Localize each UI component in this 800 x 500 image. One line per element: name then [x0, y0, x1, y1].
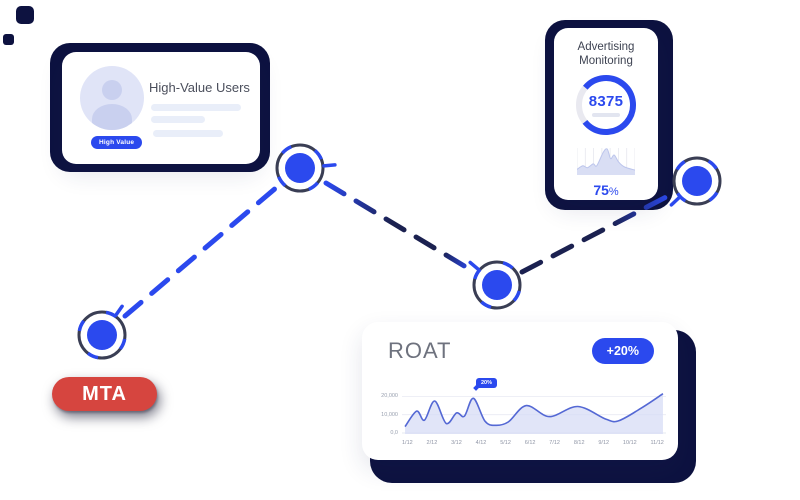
roat-growth-badge: +20% — [591, 338, 654, 364]
node-handle — [468, 260, 481, 272]
roat-card: ROAT +20% 20,000 10,000 0,0 20% 1/12 2/12 3/… — [362, 322, 678, 460]
x-tick-label: 8/12 — [573, 440, 585, 446]
x-tick-label: 5/12 — [500, 440, 511, 446]
roat-card-header: ROAT +20% — [362, 322, 678, 364]
node-core — [285, 153, 315, 183]
roat-tooltip: 20% — [475, 378, 497, 388]
advertising-title-line2: Monitoring — [579, 54, 633, 67]
sparkline-line — [576, 148, 636, 171]
x-tick-label: 4/12 — [475, 440, 487, 446]
node-core — [482, 270, 512, 300]
dashed-connector-1 — [122, 184, 280, 319]
donut-caption-skeleton — [592, 113, 620, 118]
y-tick-label: 10,000 — [381, 411, 398, 418]
roat-title: ROAT — [388, 338, 452, 363]
advertising-percent: 75% — [554, 182, 658, 198]
avatar-head-shape — [102, 80, 122, 100]
x-tick-label: 9/12 — [598, 440, 610, 446]
donut-center: 8375 — [574, 73, 638, 137]
node-handle — [669, 195, 682, 207]
high-value-badge: High Value — [91, 136, 143, 149]
decor-square-small — [3, 34, 14, 45]
donut-chart: 8375 — [574, 73, 638, 137]
roat-plot-svg — [402, 393, 666, 434]
decor-square-large — [16, 6, 34, 24]
flow-node-2 — [275, 143, 337, 193]
skeleton-line — [151, 116, 205, 123]
roat-chart: 20,000 10,000 0,0 20% — [372, 378, 666, 436]
node-ring-dashes — [77, 310, 127, 360]
x-tick-label: 2/12 — [426, 440, 438, 446]
skeleton-line — [151, 104, 241, 111]
roat-line-area — [405, 393, 663, 434]
node-ring-dashes — [672, 156, 722, 206]
x-tick-label: 1/12 — [402, 440, 413, 446]
sparkline-svg — [576, 148, 636, 176]
node-ring-dashes — [275, 143, 325, 193]
x-tick-label: 3/12 — [451, 440, 462, 446]
node-ring — [275, 143, 325, 193]
node-handle — [114, 304, 124, 318]
roat-y-axis: 20,000 10,000 0,0 — [372, 384, 402, 436]
flow-node-1 — [77, 304, 127, 360]
x-tick-label: 11/12 — [650, 440, 664, 446]
node-core — [682, 166, 712, 196]
node-handle — [322, 163, 337, 168]
flow-node-4 — [669, 156, 722, 207]
user-avatar — [80, 66, 144, 130]
node-ring-dashes — [472, 260, 522, 310]
percent-value: 75 — [593, 182, 609, 199]
flow-node-3 — [468, 260, 522, 310]
x-tick-label: 10/12 — [622, 440, 637, 446]
skeleton-line — [153, 130, 223, 137]
node-ring — [77, 310, 127, 360]
x-tick-label: 6/12 — [524, 440, 536, 446]
x-tick-label: 7/12 — [549, 440, 560, 446]
node-core — [87, 320, 117, 350]
y-tick-label: 20,000 — [381, 393, 398, 400]
advertising-title-line1: Advertising — [577, 41, 635, 53]
donut-metric-value: 8375 — [588, 93, 624, 111]
roat-line-path — [404, 393, 664, 428]
high-value-card-title: High-Value Users — [149, 80, 250, 95]
percent-unit: % — [608, 186, 619, 199]
roat-plot-area: 20% — [402, 378, 666, 436]
advertising-card-title: Advertising Monitoring — [554, 41, 658, 68]
donut-chart-svg — [576, 75, 636, 136]
high-value-users-card: High-Value Users High Value — [62, 52, 260, 164]
y-tick-label: 0,0 — [390, 430, 398, 436]
advertising-monitoring-card: Advertising Monitoring 8375 75% — [554, 28, 658, 200]
dashed-connector-2 — [323, 180, 474, 273]
sparkline-chart — [576, 146, 636, 176]
mta-label: MTA — [82, 382, 127, 405]
mta-badge: MTA — [52, 377, 157, 411]
avatar-body-shape — [92, 104, 132, 130]
roat-x-axis: 1/12 2/12 3/12 4/12 5/12 6/12 7/12 8/12 9/12 10/1… — [402, 440, 664, 446]
node-ring — [672, 156, 722, 206]
node-ring — [472, 260, 522, 310]
sparkline-area — [577, 148, 635, 176]
